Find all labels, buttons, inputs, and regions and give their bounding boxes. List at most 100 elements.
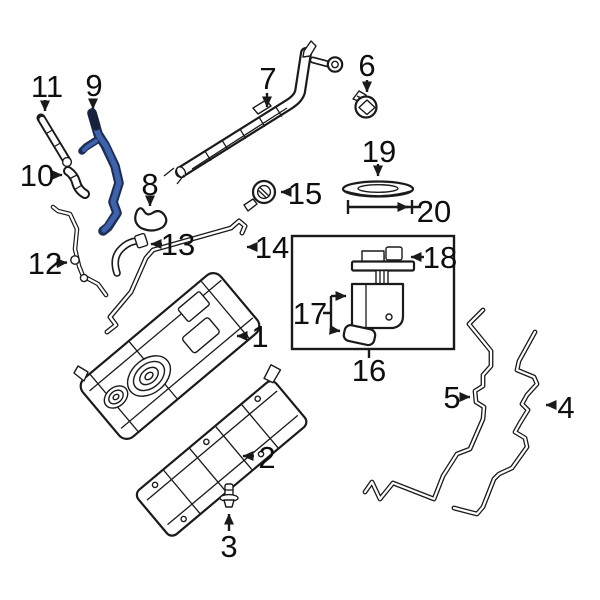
module-body (350, 282, 405, 330)
tube-core (51, 205, 108, 297)
callout-label-20[interactable]: 20 (417, 194, 451, 229)
part-13-hose[interactable] (111, 232, 149, 277)
connector (385, 246, 403, 261)
line-core (363, 308, 493, 501)
plate-tab (263, 364, 282, 384)
callout-label-17[interactable]: 17 (293, 296, 327, 331)
top-hook (302, 40, 317, 58)
part-7-filler-neck[interactable] (163, 40, 344, 185)
neck-core (177, 49, 310, 176)
callout-11[interactable]: 11 (31, 69, 63, 112)
callout-1[interactable]: 1 (236, 319, 269, 354)
part-6-valve[interactable] (352, 90, 378, 119)
callout-6[interactable]: 6 (358, 48, 376, 93)
stem-lines (379, 271, 385, 284)
part-19-seal-ring[interactable] (341, 180, 415, 198)
callout-label-16[interactable]: 16 (352, 353, 386, 388)
part-10-hose[interactable] (63, 166, 90, 199)
callout-label-1[interactable]: 1 (251, 319, 268, 354)
hose-core (113, 238, 144, 276)
callout-10[interactable]: 10 (20, 158, 63, 193)
body-hole (385, 313, 393, 321)
stub-fill (82, 139, 98, 152)
plate-rib (189, 448, 227, 492)
pump-canister (342, 324, 377, 347)
callout-label-6[interactable]: 6 (358, 48, 375, 83)
cap-slot (258, 187, 270, 199)
fuel-pump-module-box (290, 234, 456, 351)
callout-label-14[interactable]: 14 (255, 230, 289, 265)
ring-rim (343, 189, 413, 197)
callout-19[interactable]: 19 (362, 134, 396, 177)
ring-neck-core (311, 58, 330, 66)
end-cap (175, 166, 187, 178)
hose-core (65, 168, 88, 197)
callout-4[interactable]: 4 (545, 390, 575, 425)
callout-label-19[interactable]: 19 (362, 134, 396, 169)
callout-label-2[interactable]: 2 (258, 440, 275, 475)
part-4-fuel-line[interactable] (451, 329, 540, 517)
part-11-tube[interactable] (36, 113, 73, 168)
part-5-fuel-line[interactable] (362, 307, 494, 502)
bolt-hole (151, 481, 159, 489)
neck-outline (175, 47, 312, 178)
part-3-bolt[interactable] (219, 483, 239, 508)
callout-label-8[interactable]: 8 (141, 167, 158, 202)
part-8-hose[interactable] (134, 207, 168, 232)
callout-18[interactable]: 18 (410, 240, 457, 275)
callout-12[interactable]: 12 (28, 246, 68, 281)
part-9-tube-highlighted[interactable] (78, 108, 124, 236)
callout-label-9[interactable]: 9 (85, 68, 102, 103)
callout-label-7[interactable]: 7 (259, 61, 276, 96)
tube-core (39, 116, 69, 163)
part-12-vent-tube[interactable] (50, 204, 109, 298)
callout-5[interactable]: 5 (443, 380, 471, 415)
callout-2[interactable]: 2 (242, 440, 276, 475)
callout-16[interactable]: 16 (352, 349, 386, 388)
callout-label-10[interactable]: 10 (20, 158, 54, 193)
part-1-fuel-tank[interactable] (73, 269, 263, 443)
plate-crease (167, 414, 299, 526)
pump-opening-small (103, 385, 129, 409)
callout-label-5[interactable]: 5 (443, 380, 460, 415)
callout-9[interactable]: 9 (85, 68, 103, 110)
callout-label-13[interactable]: 13 (161, 227, 195, 262)
tank-recess (177, 291, 210, 323)
highlight-fill (94, 128, 122, 233)
part-14-vapor-line[interactable] (104, 218, 248, 335)
part-16-fuel-pump-module[interactable] (342, 246, 416, 347)
part-2-skid-plate[interactable] (127, 362, 318, 538)
callout-13[interactable]: 13 (150, 227, 195, 262)
tank-rib (200, 280, 250, 339)
callout-17[interactable]: 17 (293, 291, 347, 335)
callout-15[interactable]: 15 (280, 176, 322, 211)
ring-inner (357, 183, 399, 193)
dark-tip (88, 109, 101, 131)
segment-line (73, 184, 83, 191)
bolt-hole (180, 515, 187, 523)
bolt-hole (257, 450, 265, 458)
pump-opening-large (126, 355, 172, 397)
callout-label-3[interactable]: 3 (220, 529, 237, 564)
callout-label-12[interactable]: 12 (28, 246, 62, 281)
diamond-mark (358, 99, 376, 116)
end-ring-hole (331, 60, 339, 69)
callout-7[interactable]: 7 (259, 61, 277, 108)
dimension-line (346, 200, 421, 214)
plate-crease (146, 390, 278, 501)
line-core (452, 330, 539, 516)
plate-body (135, 380, 308, 537)
callout-label-11[interactable]: 11 (31, 69, 63, 104)
callout-20[interactable]: 20 (346, 194, 451, 229)
callout-label-18[interactable]: 18 (423, 240, 457, 275)
callout-label-15[interactable]: 15 (288, 176, 322, 211)
callout-arrow (329, 324, 341, 335)
callout-label-4[interactable]: 4 (557, 390, 574, 425)
hatch (204, 150, 212, 162)
callout-8[interactable]: 8 (141, 167, 159, 207)
hatch (221, 139, 229, 151)
callout-3[interactable]: 3 (220, 513, 238, 564)
callout-14[interactable]: 14 (246, 230, 289, 265)
module-flange (350, 260, 416, 272)
part-15-fuel-cap[interactable] (243, 179, 277, 212)
